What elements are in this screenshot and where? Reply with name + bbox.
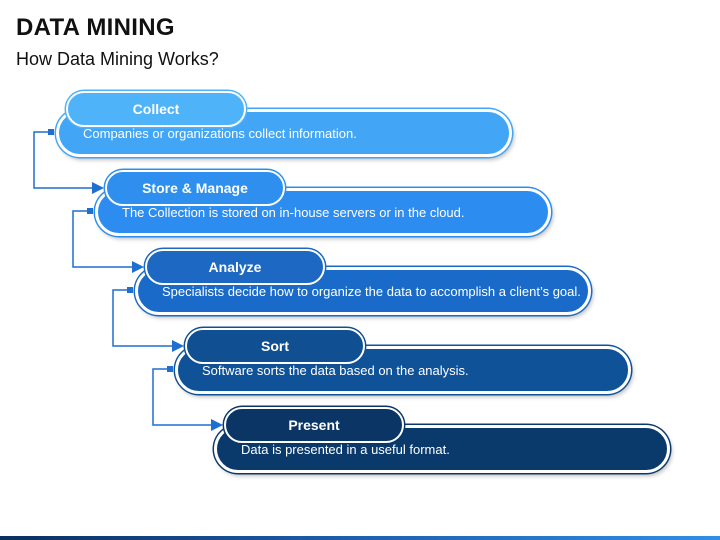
footer-bar — [0, 536, 720, 540]
connector-start-dot — [127, 287, 133, 293]
step-store-manage-description: The Collection is stored on in-house ser… — [122, 205, 465, 220]
connector-arrow — [152, 368, 223, 431]
connector-arrow — [72, 210, 144, 273]
step-analyze-label: Analyze — [145, 249, 325, 285]
step-store-manage-label: Store & Manage — [105, 170, 285, 206]
step-analyze-bar: Specialists decide how to organize the d… — [135, 267, 591, 315]
step-sort-description: Software sorts the data based on the ana… — [202, 363, 469, 378]
connector-start-dot — [167, 366, 173, 372]
connector-arrow — [112, 289, 184, 352]
step-present-label: Present — [224, 407, 404, 443]
connector-arrow — [33, 131, 104, 194]
step-collect-description: Companies or organizations collect infor… — [83, 126, 357, 141]
connector-start-dot — [87, 208, 93, 214]
step-collect-label: Collect — [66, 91, 246, 127]
step-sort-label: Sort — [185, 328, 365, 364]
page-subtitle: How Data Mining Works? — [16, 49, 219, 69]
step-present-description: Data is presented in a useful format. — [241, 442, 450, 457]
page-title: DATA MINING — [16, 14, 175, 41]
connector-start-dot — [48, 129, 54, 135]
step-store-manage-bar: The Collection is stored on in-house ser… — [95, 188, 551, 236]
step-analyze-description: Specialists decide how to organize the d… — [162, 284, 581, 299]
